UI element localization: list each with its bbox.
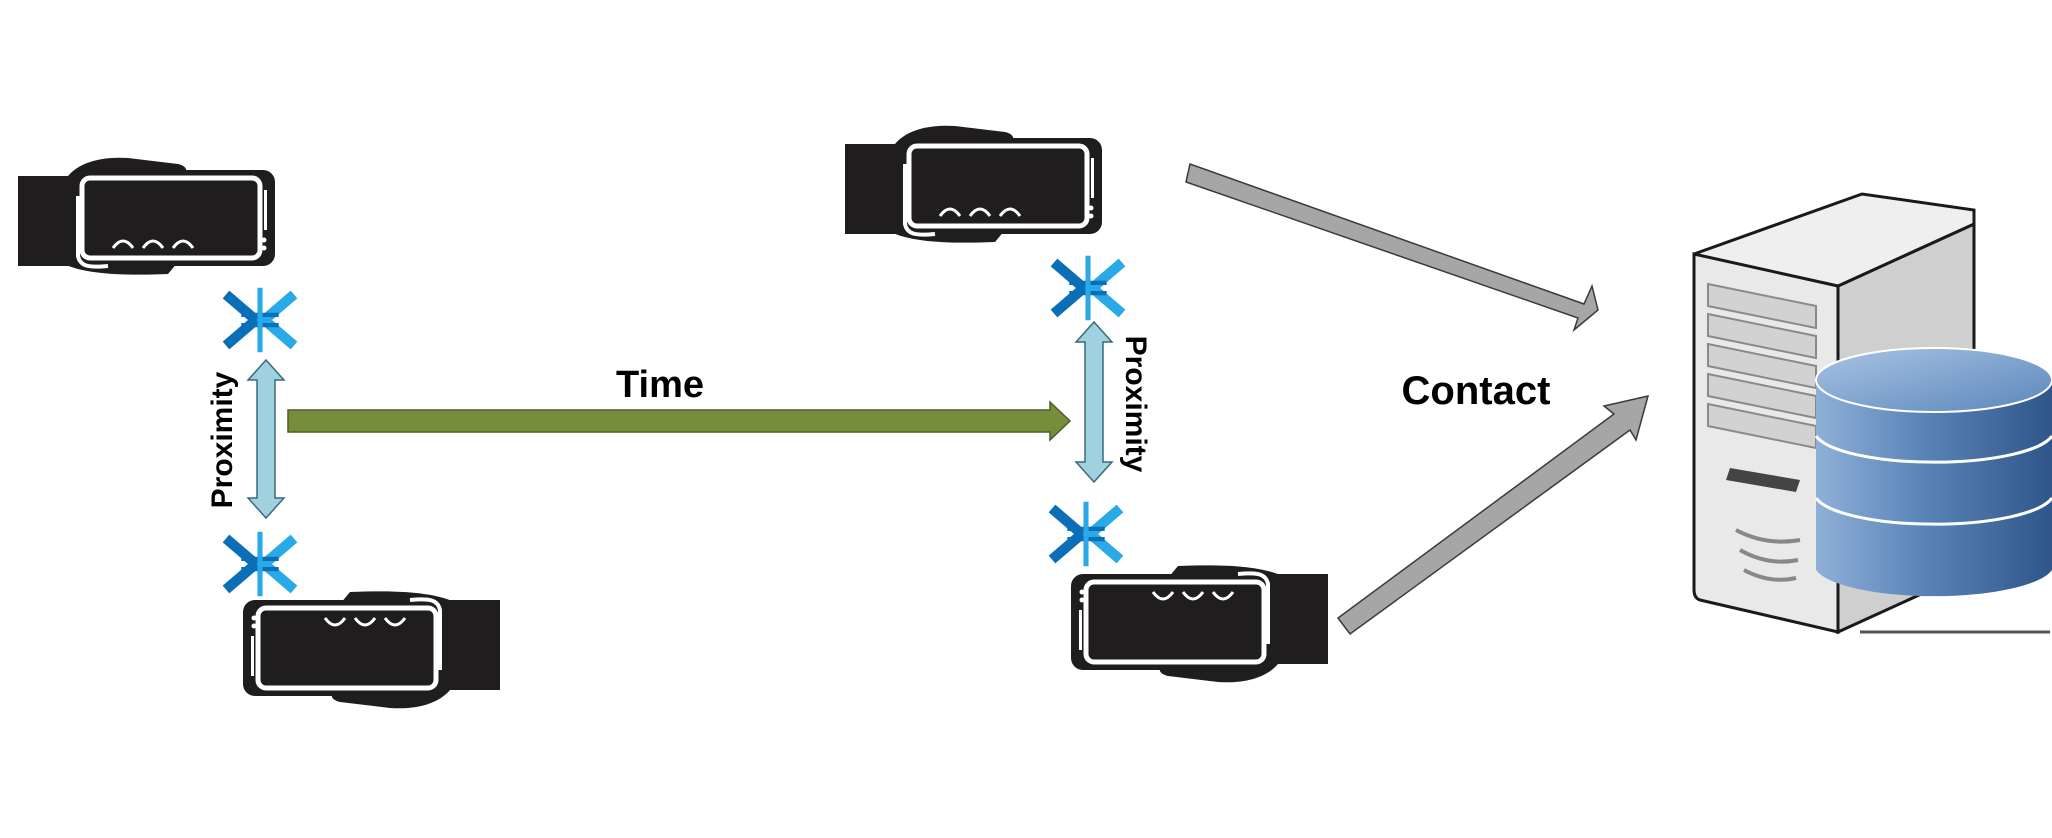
phone-icon-bottom-right (1071, 565, 1328, 682)
proximity-arrow-left (246, 358, 286, 520)
phone-icon-top-right (845, 126, 1102, 243)
database-cylinder-icon (1814, 347, 2052, 597)
proximity-arrow-right (1074, 320, 1114, 484)
proximity-label-left: Proximity (206, 371, 239, 508)
contact-arrow-upper (1185, 163, 1599, 333)
bluetooth-icon-bottom-left (226, 532, 294, 597)
contact-arrow-lower (1336, 394, 1650, 636)
phone-icon-bottom-left (243, 591, 500, 708)
bluetooth-icon-top-left (226, 288, 294, 353)
phone-icon-top-left (18, 158, 275, 275)
proximity-label-right: Proximity (1119, 336, 1152, 473)
contact-label: Contact (1402, 369, 1551, 413)
time-label: Time (616, 364, 704, 406)
bluetooth-icon-bottom-right (1052, 502, 1120, 567)
time-arrow (287, 400, 1072, 442)
bluetooth-icon-top-right (1054, 256, 1122, 321)
